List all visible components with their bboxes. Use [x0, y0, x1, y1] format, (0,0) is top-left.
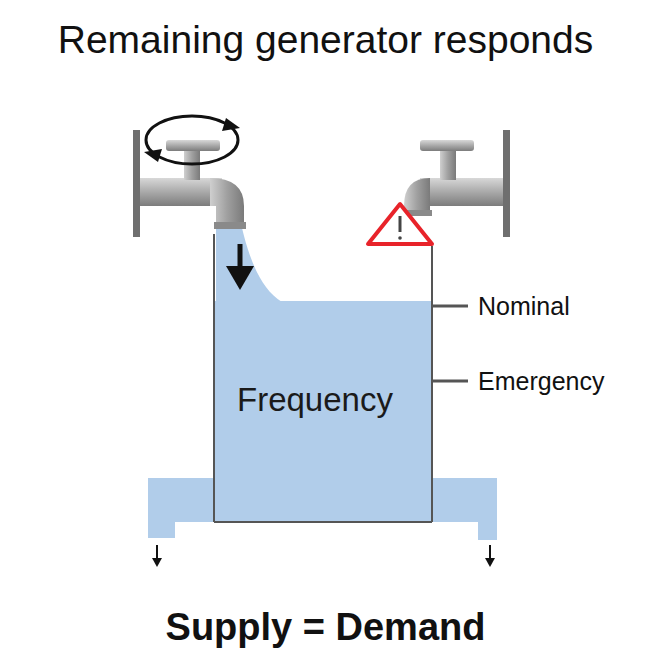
gauge-label: Nominal — [478, 290, 570, 322]
gauge-ticks — [432, 306, 468, 381]
flow-arrow — [226, 244, 254, 290]
node-label: Frequency — [237, 381, 393, 419]
water-stream — [216, 228, 282, 302]
gauge-label: Emergency — [478, 365, 604, 397]
diagram-title: Remaining generator responds — [0, 18, 651, 62]
diagram-caption: Supply = Demand — [0, 606, 651, 649]
water-tank: Frequency — [215, 301, 431, 521]
tank-walls — [214, 234, 432, 522]
right-faucet — [402, 130, 510, 237]
left-faucet — [133, 116, 246, 237]
outflow-arrows — [152, 545, 495, 567]
warning-icon — [368, 204, 432, 244]
